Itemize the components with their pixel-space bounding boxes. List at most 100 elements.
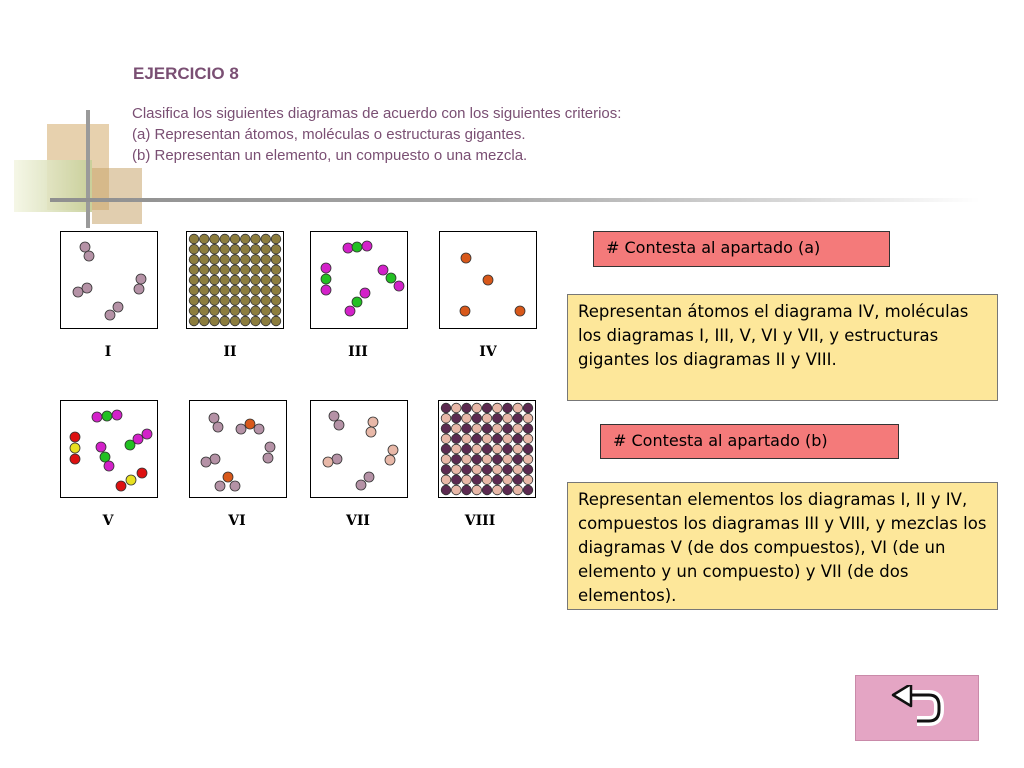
atom — [260, 295, 271, 306]
atom — [209, 244, 220, 255]
atom — [135, 273, 147, 285]
atom — [250, 264, 261, 275]
atom — [492, 474, 503, 485]
atom — [222, 471, 234, 483]
diagram-iv — [439, 231, 537, 329]
atom — [461, 413, 472, 424]
atom — [260, 305, 271, 316]
atom — [199, 254, 210, 265]
atom — [451, 423, 462, 434]
atom — [502, 464, 513, 475]
atom — [440, 474, 452, 485]
atom — [522, 443, 534, 455]
atom — [471, 454, 482, 465]
atom — [502, 454, 513, 465]
atom — [219, 264, 230, 275]
atom — [270, 244, 282, 255]
atom — [260, 233, 271, 245]
atom — [250, 233, 261, 245]
atom — [214, 480, 226, 492]
atom — [229, 244, 241, 255]
atom — [522, 402, 534, 414]
atom — [219, 305, 230, 316]
atom — [440, 402, 452, 414]
atom — [471, 423, 482, 434]
atom — [199, 295, 210, 306]
atom — [199, 244, 210, 255]
atom — [359, 287, 371, 299]
atom — [132, 433, 144, 445]
atom — [492, 484, 503, 496]
atom — [262, 452, 274, 464]
atom — [492, 443, 503, 455]
atom — [471, 484, 482, 496]
atom — [188, 233, 200, 245]
atom — [188, 295, 200, 306]
atom — [461, 433, 472, 444]
atom — [387, 444, 399, 456]
atom — [115, 480, 127, 492]
atom — [481, 474, 493, 485]
answer-b-header[interactable]: # Contesta al apartado (b) — [600, 424, 899, 459]
atom — [260, 264, 271, 275]
atom — [342, 242, 354, 254]
atom — [188, 244, 200, 255]
atom — [363, 471, 375, 483]
atom — [522, 454, 534, 465]
atom — [322, 456, 334, 468]
atom — [512, 474, 523, 485]
atom — [188, 274, 200, 286]
diagram-i — [60, 231, 158, 329]
atom — [492, 423, 503, 434]
atom — [502, 433, 513, 444]
atom — [440, 423, 452, 434]
atom — [512, 433, 523, 444]
atom — [512, 402, 523, 414]
atom — [240, 315, 251, 327]
atom — [460, 252, 472, 264]
atom — [260, 274, 271, 286]
atom — [481, 433, 493, 444]
atom — [250, 285, 261, 296]
instruction-line: Clasifica los siguientes diagramas de ac… — [132, 105, 622, 122]
atom — [79, 241, 91, 253]
diagram-label: II — [223, 344, 237, 360]
instruction-line: (a) Representan átomos, moléculas o estr… — [132, 126, 526, 143]
atom — [385, 272, 397, 284]
atom — [133, 283, 145, 295]
atom — [492, 402, 503, 414]
atom — [209, 274, 220, 286]
answer-a-text: Representan átomos el diagrama IV, moléc… — [567, 294, 998, 401]
atom — [502, 474, 513, 485]
back-button[interactable] — [855, 675, 979, 741]
atom — [240, 305, 251, 316]
atom — [141, 428, 153, 440]
atom — [481, 413, 493, 424]
atom — [219, 285, 230, 296]
atom — [440, 413, 452, 424]
atom — [320, 273, 332, 285]
atom — [229, 274, 241, 286]
atom — [270, 295, 282, 306]
atom — [240, 244, 251, 255]
atom — [471, 443, 482, 455]
atom — [199, 285, 210, 296]
atom — [361, 240, 373, 252]
atom — [260, 285, 271, 296]
diagram-vi — [189, 400, 287, 498]
answer-a-header[interactable]: # Contesta al apartado (a) — [593, 231, 890, 267]
atom — [384, 454, 396, 466]
atom — [461, 454, 472, 465]
atom — [229, 315, 241, 327]
atom — [69, 431, 81, 443]
atom — [512, 413, 523, 424]
atom — [471, 413, 482, 424]
diagram-ii — [186, 231, 284, 329]
exercise-title: EJERCICIO 8 — [133, 64, 239, 83]
atom — [320, 262, 332, 274]
atom — [440, 433, 452, 444]
atom — [481, 402, 493, 414]
atom — [481, 443, 493, 455]
atom — [440, 443, 452, 455]
atom — [103, 460, 115, 472]
